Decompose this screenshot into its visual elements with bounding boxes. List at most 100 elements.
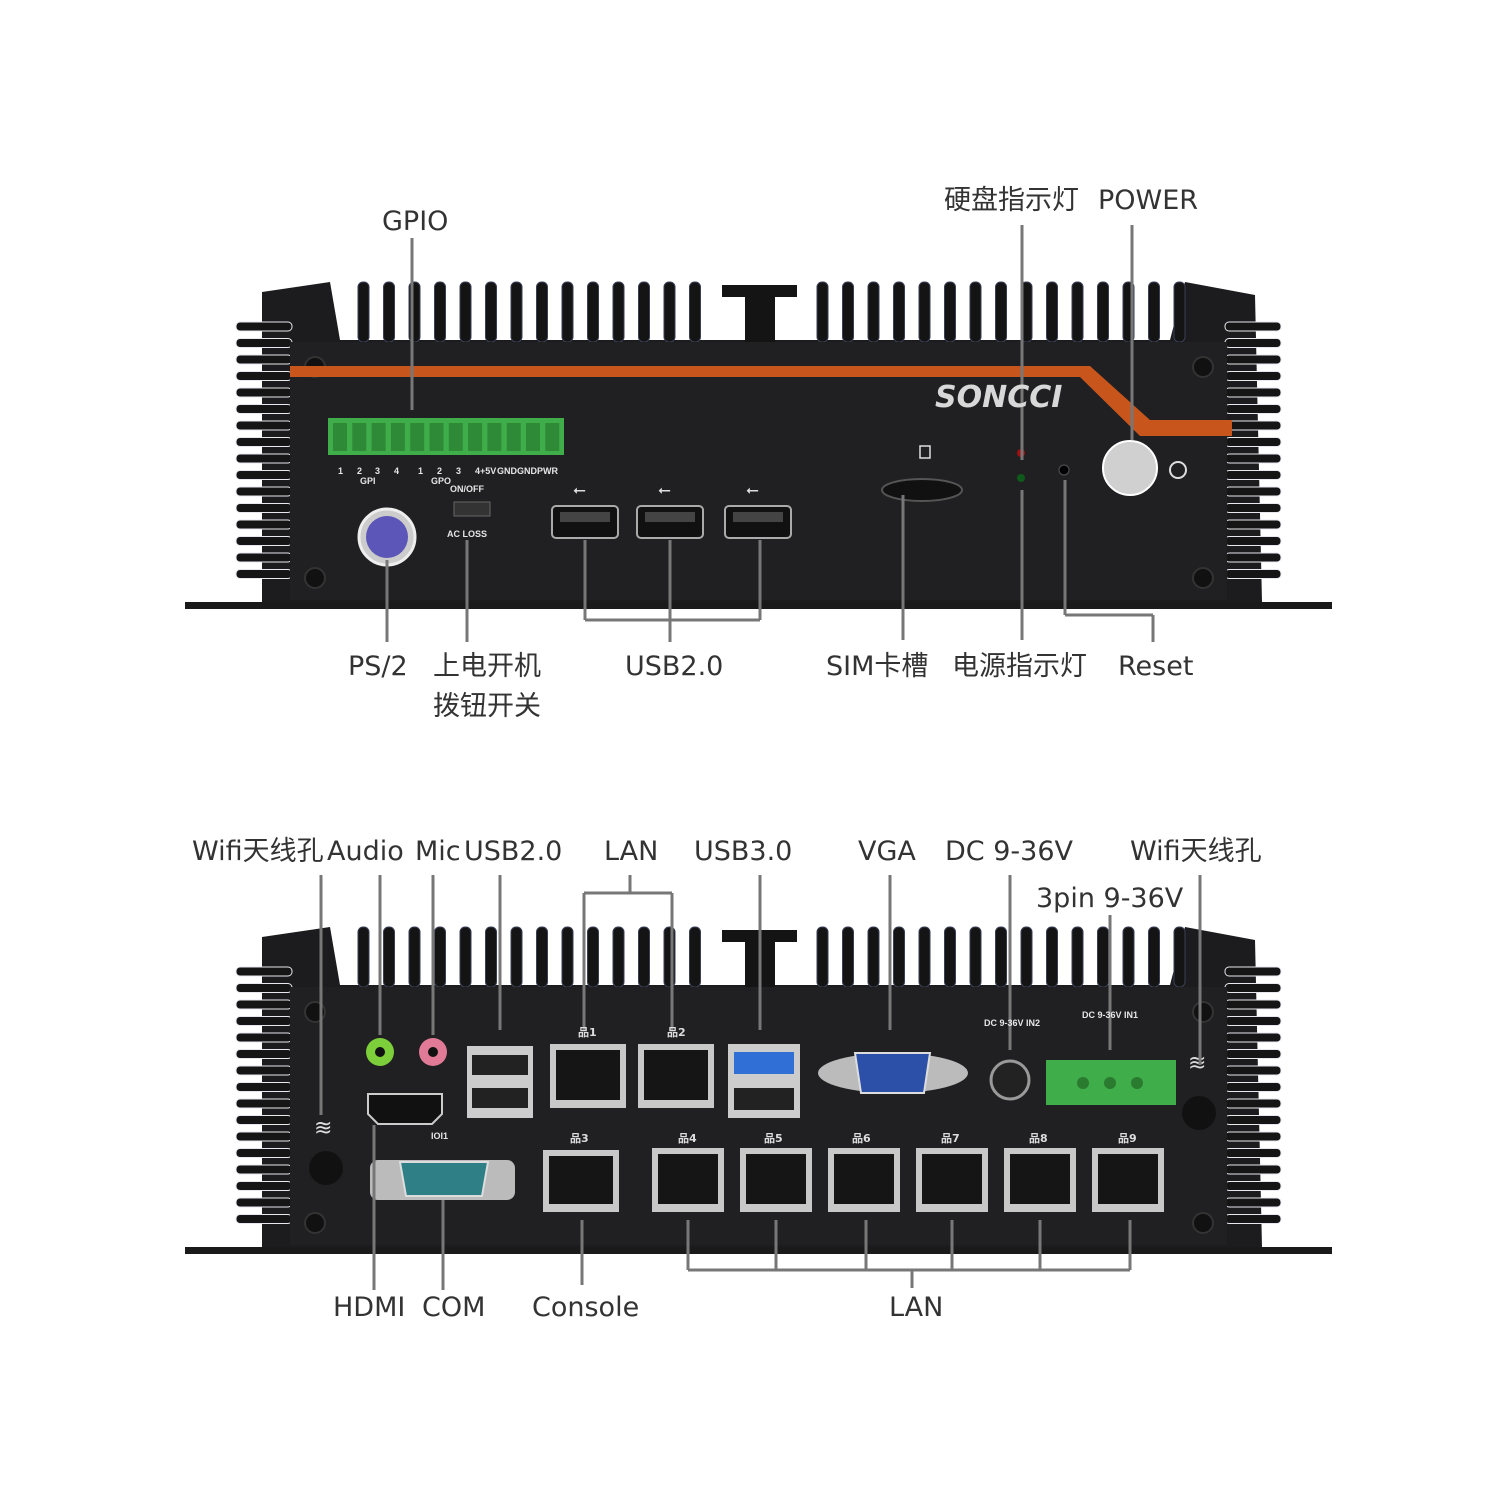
pin-gnd-1: GND	[497, 466, 518, 476]
usb2-rear-port	[472, 1088, 528, 1108]
heatsink-fin	[434, 926, 446, 988]
sim-icon	[919, 445, 931, 459]
wifi-icon: ≋	[1188, 1051, 1206, 1076]
heatsink-fin	[867, 926, 880, 988]
side-fin-left	[235, 437, 293, 447]
heatsink-fin	[689, 926, 701, 988]
side-fin-right	[1224, 1181, 1282, 1191]
heatsink-fin	[459, 926, 472, 988]
side-fin-right	[1224, 503, 1282, 513]
lan-port-6-socket	[834, 1154, 894, 1204]
heatsink-fin	[1046, 926, 1058, 988]
gpio-pin-number: 2	[437, 466, 442, 476]
lan-number: 品7	[941, 1132, 960, 1145]
usb3-port	[734, 1052, 794, 1074]
lan-port-1-socket	[556, 1050, 620, 1100]
side-fin-left	[235, 503, 293, 513]
side-fin-right	[1224, 453, 1282, 464]
gpio-pin-number: 2	[357, 466, 362, 476]
screw-icon	[1192, 1001, 1214, 1023]
label-power: POWER	[1098, 185, 1199, 216]
side-fin-left	[235, 354, 293, 365]
side-fin-left	[235, 999, 293, 1010]
side-fin-left	[235, 552, 293, 563]
lan-port-9-socket	[1098, 1154, 1158, 1204]
heatsink-fin	[485, 926, 497, 988]
label-mic: Mic	[415, 836, 461, 867]
side-fin-right	[1224, 1214, 1282, 1224]
side-fin-left	[235, 371, 293, 381]
side-fin-right	[1224, 1164, 1282, 1175]
gpio-terminal-block	[328, 418, 564, 455]
label-usb30: USB3.0	[694, 836, 793, 867]
gpio-pin	[410, 423, 425, 451]
side-fin-left	[235, 1181, 293, 1191]
screw-icon	[1192, 1212, 1214, 1234]
heatsink-fin	[1097, 281, 1109, 343]
side-fin-left	[235, 966, 293, 977]
gpio-pin	[468, 423, 483, 451]
side-fin-left	[235, 1032, 293, 1043]
power-button	[1102, 440, 1158, 496]
terminal-pin	[1131, 1077, 1143, 1089]
side-fin-left	[235, 1164, 293, 1175]
heatsink-fin	[612, 281, 625, 343]
heatsink-fin	[510, 926, 523, 988]
side-fin-left	[235, 1115, 293, 1125]
hdmi-port	[367, 1093, 443, 1125]
pin-pwr: PWR	[537, 466, 558, 476]
heatsink-fin	[944, 281, 956, 343]
label-hdmi: HDMI	[333, 1292, 406, 1323]
side-fin-right	[1224, 1049, 1282, 1059]
side-fin-right	[1224, 966, 1282, 977]
lan-port-8-socket	[1010, 1154, 1070, 1204]
wifi-antenna-hole	[309, 1151, 343, 1185]
side-fin-left	[235, 1098, 293, 1109]
gpio-pin-number: 1	[338, 466, 343, 476]
side-fin-left	[235, 536, 293, 546]
heatsink-fin	[536, 281, 548, 343]
side-fin-left	[235, 1148, 293, 1158]
heatsink-fin	[1148, 926, 1160, 988]
heatsink-fin	[485, 281, 497, 343]
label-com: COM	[422, 1292, 486, 1323]
heatsink-fin	[561, 926, 574, 988]
side-fin-right	[1224, 1032, 1282, 1043]
pin-5v: +5V	[480, 466, 496, 476]
gpio-pin-number: 3	[456, 466, 461, 476]
side-fin-left	[235, 1131, 293, 1142]
label-power-on-switch-1: 上电开机	[433, 651, 541, 682]
heatsink-fin	[587, 281, 599, 343]
heatsink-fin	[995, 926, 1007, 988]
side-fin-right	[1224, 404, 1282, 414]
screw-icon	[1192, 356, 1214, 378]
label-vga: VGA	[858, 836, 916, 867]
lan-port-2-socket	[644, 1050, 708, 1100]
side-fin-right	[1224, 983, 1282, 993]
side-fin-left	[235, 486, 293, 497]
heatsink-fin	[1173, 281, 1186, 343]
heatsink-fin	[842, 281, 854, 343]
gpio-pin-number: 3	[375, 466, 380, 476]
side-fin-right	[1224, 338, 1282, 348]
heatsink-fin	[561, 281, 574, 343]
lan-port-4-socket	[658, 1154, 718, 1204]
side-fin-right	[1224, 354, 1282, 365]
gpio-pin	[487, 423, 502, 451]
power-icon	[1169, 461, 1187, 479]
gpio-pin	[429, 423, 444, 451]
lan-number: 品2	[667, 1026, 686, 1039]
gpio-pin	[371, 423, 386, 451]
heatsink-fin	[842, 926, 854, 988]
heatsink-fin	[1122, 926, 1135, 988]
heatsink-fin	[969, 926, 982, 988]
lan-number: 品5	[764, 1132, 783, 1145]
vga-port	[853, 1052, 932, 1094]
lan-number: 品4	[678, 1132, 697, 1145]
side-fin-right	[1224, 387, 1282, 398]
side-fin-right	[1224, 1082, 1282, 1092]
dc-in1-silkscreen: DC 9-36V IN1	[1082, 1010, 1138, 1020]
label-reset: Reset	[1118, 651, 1194, 682]
usb2-port-tongue	[560, 512, 610, 522]
